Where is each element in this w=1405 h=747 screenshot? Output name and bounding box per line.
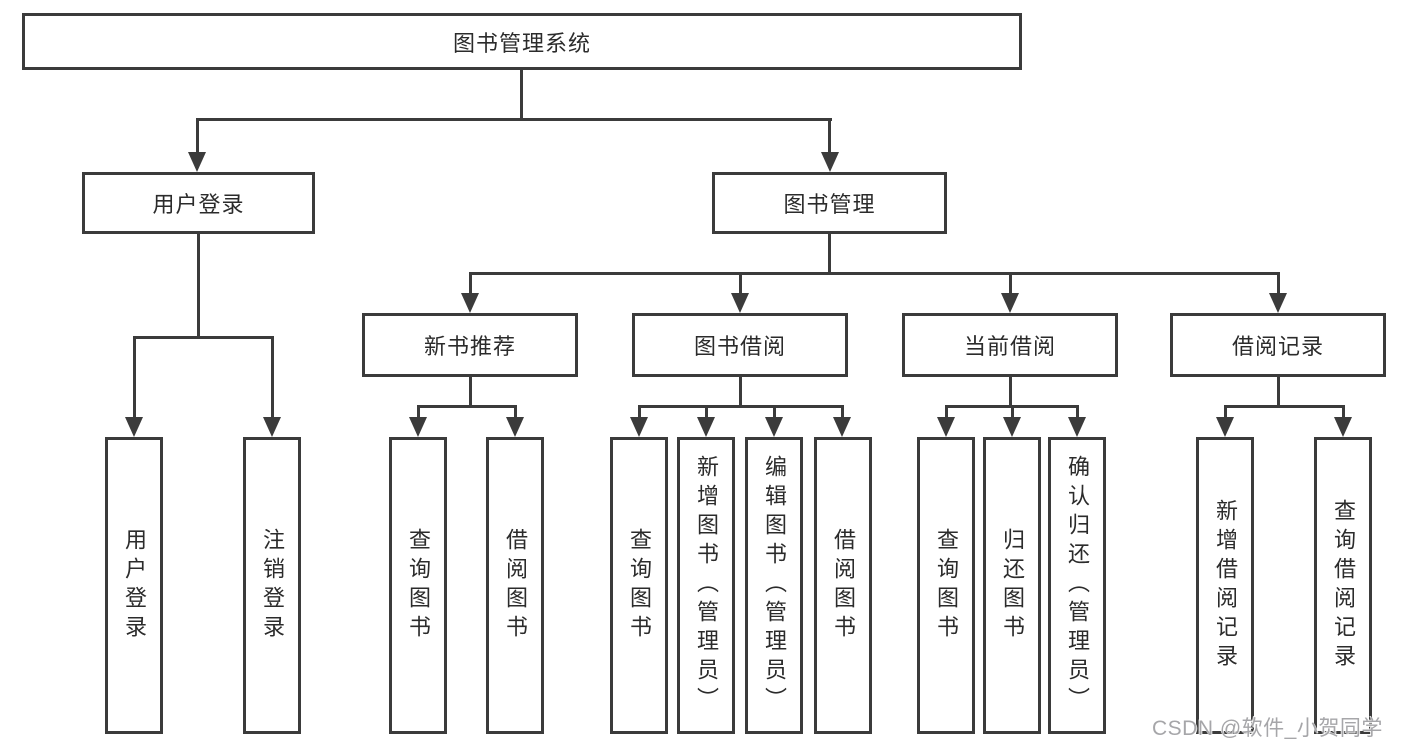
connector-line	[773, 405, 776, 419]
leaf-query-borrow-record-label: 查询借阅记录	[1331, 498, 1356, 673]
leaf-borrow-books: 借阅图书	[814, 437, 872, 734]
connector-line	[1011, 405, 1014, 419]
leaf-confirm-return-admin: 确认归还（管理员）	[1048, 437, 1106, 734]
arrow-down-icon	[263, 417, 281, 437]
leaf-return-books: 归还图书	[983, 437, 1041, 734]
connector-line	[133, 336, 274, 339]
connector-line	[514, 405, 517, 419]
arrow-down-icon	[731, 293, 749, 313]
leaf-borrow-books-label: 借阅图书	[831, 527, 856, 644]
connector-line	[1224, 405, 1227, 419]
node-new-book-recommend: 新书推荐	[362, 313, 578, 377]
leaf-logout-label: 注销登录	[260, 527, 285, 644]
arrow-down-icon	[461, 293, 479, 313]
leaf-query-books-borrowing: 查询图书	[610, 437, 668, 734]
arrow-down-icon	[821, 152, 839, 172]
leaf-edit-books-admin-label: 编辑图书（管理员）	[762, 455, 787, 716]
leaf-query-books-current-label: 查询图书	[934, 527, 959, 644]
connector-line	[739, 377, 742, 405]
leaf-query-books-recommend-label: 查询图书	[406, 527, 431, 644]
node-root: 图书管理系统	[22, 13, 1022, 70]
connector-line	[196, 118, 199, 154]
connector-line	[1277, 377, 1280, 405]
node-current-borrowing-label: 当前借阅	[963, 334, 1056, 359]
leaf-borrow-books-recommend: 借阅图书	[486, 437, 544, 734]
leaf-user-login: 用户登录	[105, 437, 163, 734]
connector-line	[197, 234, 200, 336]
connector-line	[1009, 272, 1012, 295]
connector-line	[1009, 377, 1012, 405]
connector-line	[945, 405, 948, 419]
leaf-query-books-borrowing-label: 查询图书	[627, 527, 652, 644]
connector-line	[1224, 405, 1345, 408]
connector-line	[828, 234, 831, 272]
arrow-down-icon	[1216, 417, 1234, 437]
node-root-label: 图书管理系统	[452, 30, 591, 56]
connector-line	[520, 70, 523, 118]
connector-line	[1076, 405, 1079, 419]
connector-line	[469, 272, 472, 295]
arrow-down-icon	[1001, 293, 1019, 313]
arrow-down-icon	[630, 417, 648, 437]
connector-line	[638, 405, 641, 419]
arrow-down-icon	[697, 417, 715, 437]
node-book-borrowing-label: 图书借阅	[693, 334, 786, 359]
node-borrowing-records-label: 借阅记录	[1231, 334, 1324, 359]
leaf-return-books-label: 归还图书	[1000, 527, 1025, 644]
arrow-down-icon	[1003, 417, 1021, 437]
arrow-down-icon	[506, 417, 524, 437]
connector-line	[469, 272, 1280, 275]
connector-line	[133, 336, 136, 419]
arrow-down-icon	[409, 417, 427, 437]
connector-line	[1342, 405, 1345, 419]
connector-line	[1277, 272, 1280, 295]
leaf-add-books-admin: 新增图书（管理员）	[677, 437, 735, 734]
connector-line	[828, 118, 831, 154]
arrow-down-icon	[765, 417, 783, 437]
connector-line	[417, 405, 517, 408]
connector-line	[739, 272, 742, 295]
arrow-down-icon	[1334, 417, 1352, 437]
watermark-text: CSDN @软件_小贺同学	[1152, 717, 1383, 740]
leaf-query-books-recommend: 查询图书	[389, 437, 447, 734]
connector-line	[469, 377, 472, 405]
node-new-book-recommend-label: 新书推荐	[423, 334, 516, 359]
node-borrowing-records: 借阅记录	[1170, 313, 1386, 377]
node-user-login-label: 用户登录	[152, 192, 245, 217]
connector-line	[841, 405, 844, 419]
leaf-user-login-label: 用户登录	[122, 527, 147, 644]
connector-line	[705, 405, 708, 419]
leaf-add-borrow-record-label: 新增借阅记录	[1213, 498, 1238, 673]
arrow-down-icon	[1068, 417, 1086, 437]
leaf-query-books-current: 查询图书	[917, 437, 975, 734]
node-book-management-label: 图书管理	[783, 192, 876, 217]
connector-line	[638, 405, 844, 408]
arrow-down-icon	[833, 417, 851, 437]
leaf-borrow-books-recommend-label: 借阅图书	[503, 527, 528, 644]
leaf-add-borrow-record: 新增借阅记录	[1196, 437, 1254, 734]
node-book-borrowing: 图书借阅	[632, 313, 848, 377]
leaf-logout: 注销登录	[243, 437, 301, 734]
node-current-borrowing: 当前借阅	[902, 313, 1118, 377]
arrow-down-icon	[188, 152, 206, 172]
connector-line	[417, 405, 420, 419]
arrow-down-icon	[1269, 293, 1287, 313]
leaf-query-borrow-record: 查询借阅记录	[1314, 437, 1372, 734]
arrow-down-icon	[937, 417, 955, 437]
connector-line	[271, 336, 274, 419]
leaf-edit-books-admin: 编辑图书（管理员）	[745, 437, 803, 734]
leaf-confirm-return-admin-label: 确认归还（管理员）	[1065, 455, 1090, 716]
leaf-add-books-admin-label: 新增图书（管理员）	[694, 455, 719, 716]
node-book-management: 图书管理	[712, 172, 947, 234]
node-user-login: 用户登录	[82, 172, 315, 234]
connector-line	[196, 118, 832, 121]
arrow-down-icon	[125, 417, 143, 437]
